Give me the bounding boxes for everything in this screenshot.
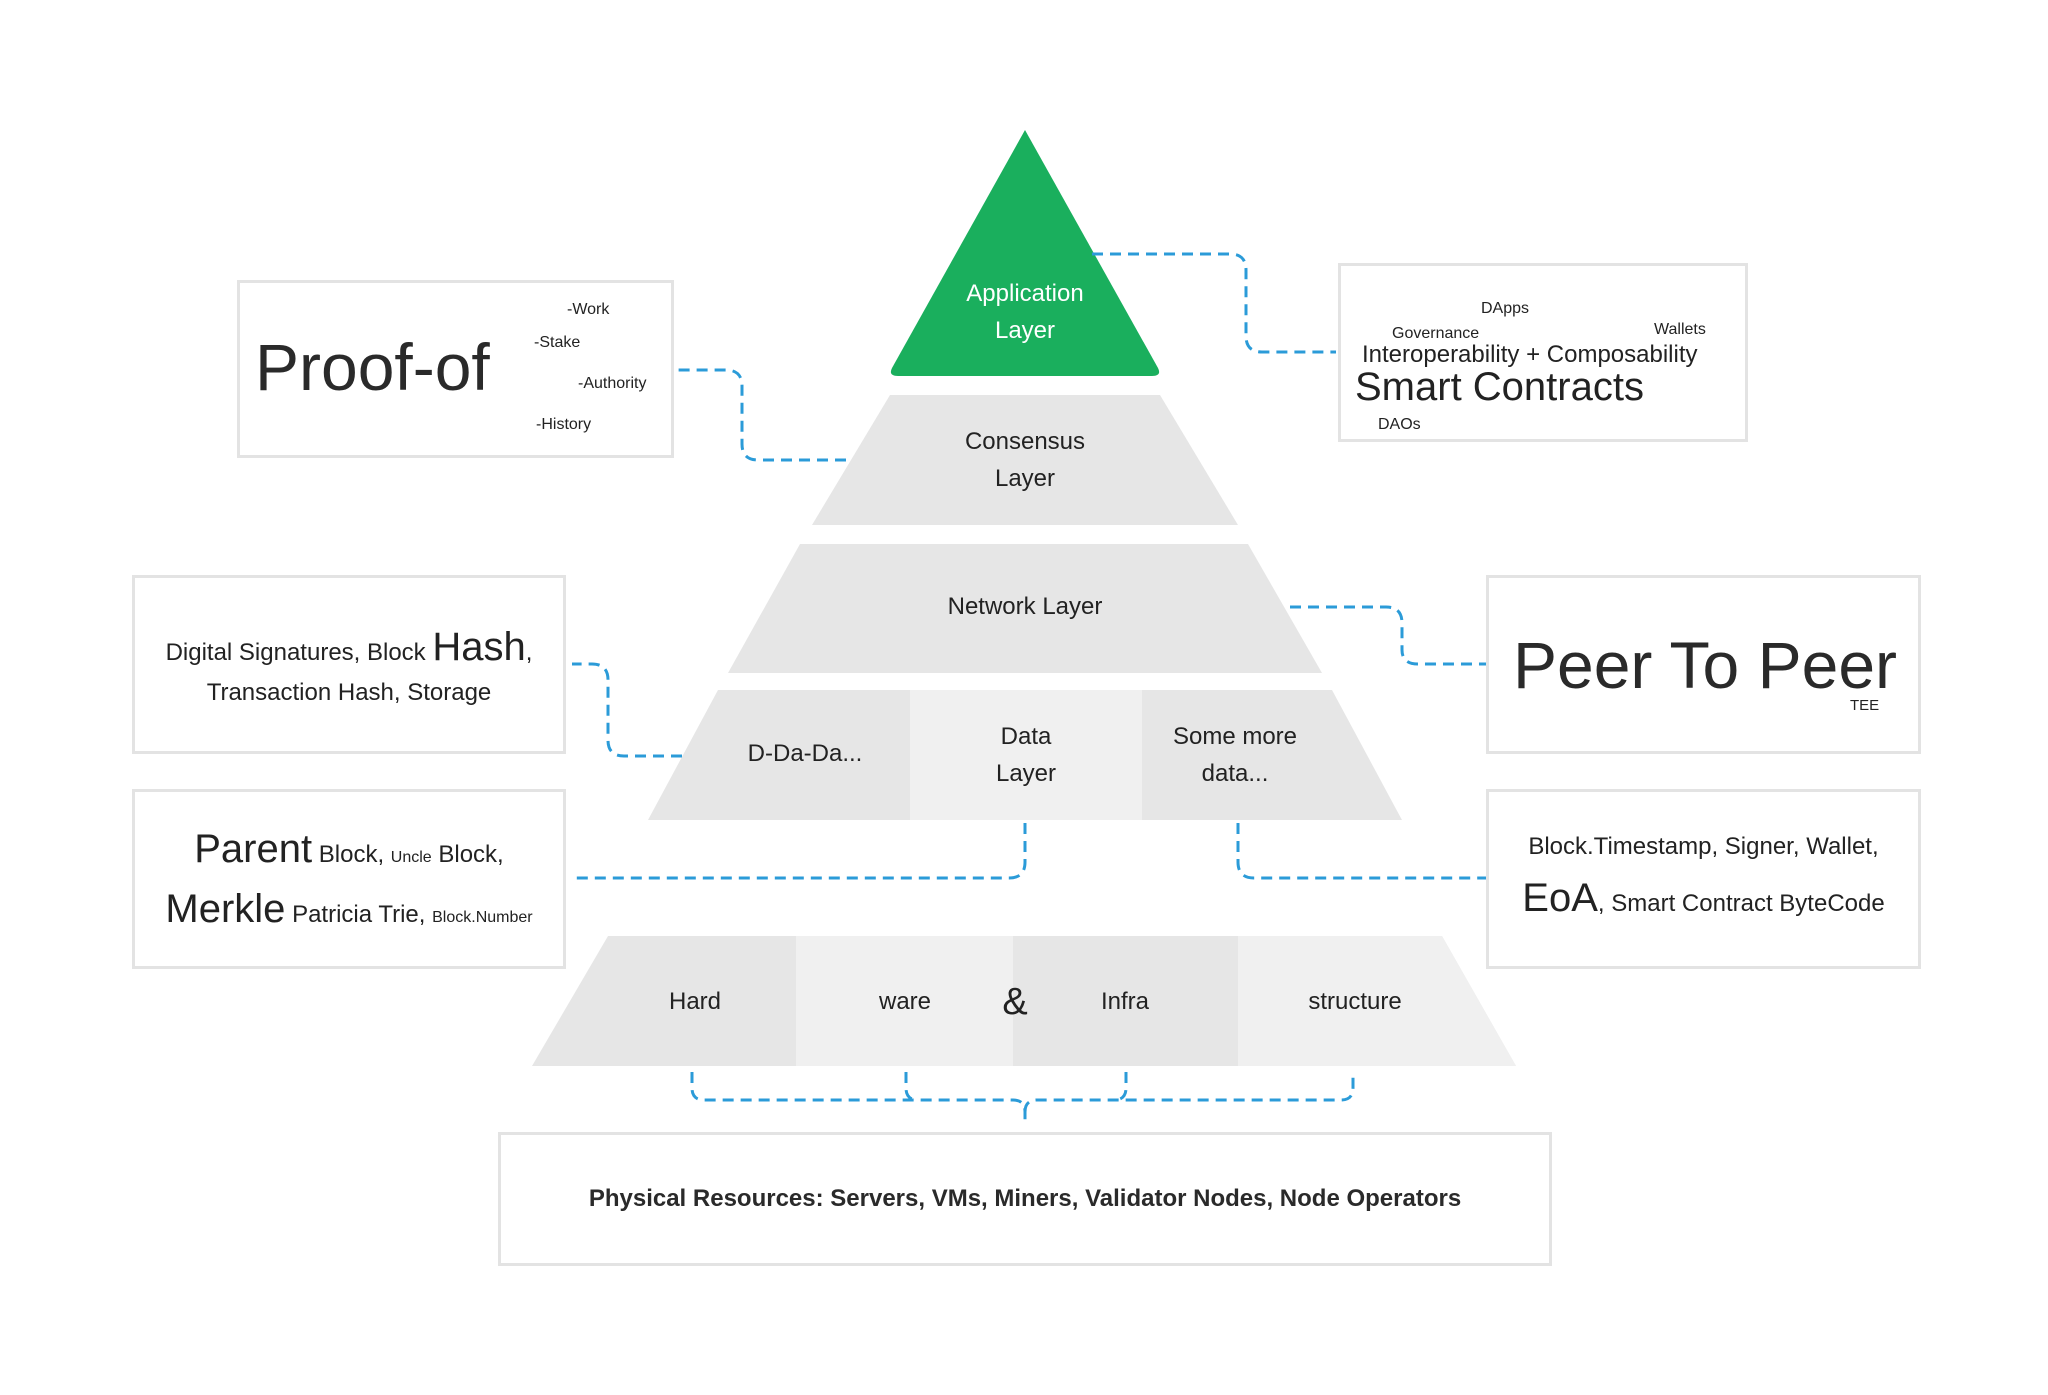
data-right-line1: Some more (1172, 723, 1298, 750)
eoa-word: EoA (1522, 876, 1598, 921)
infra-segment-hard-label: Hard (668, 988, 722, 1015)
uncle-word: Uncle (390, 849, 432, 866)
block-number-text: Block.Number (432, 909, 533, 926)
connector-application-smart-contracts (1092, 252, 1336, 354)
connector-data-parent-card (572, 823, 1027, 880)
connector-consensus-proof-of (676, 368, 846, 462)
consensus-label-line1: Consensus (964, 428, 1086, 455)
data-layer-center-segment (910, 690, 1142, 820)
consensus-label-line2: Layer (994, 465, 1056, 492)
data-right-line2: data... (1201, 760, 1269, 787)
hash-card-line1-a: Digital Signatures, Block (165, 639, 433, 667)
parent-block-line1: Parent Block, Uncle Block, (165, 819, 532, 879)
tee-label: TEE (1850, 697, 1880, 714)
bytecode-text: , Smart Contract ByteCode (1597, 890, 1885, 918)
uncle-block-word: Block, (431, 841, 504, 868)
proof-of-authority: -Authority (578, 375, 647, 392)
patricia-trie-text: Patricia Trie, (285, 901, 433, 928)
connector-data-timestamp-card (1236, 823, 1486, 880)
application-label-line1: Application (966, 280, 1084, 307)
infrastructure-segment-structure (1238, 936, 1516, 1066)
parent-block-card: Parent Block, Uncle Block, Merkle Patric… (132, 789, 566, 969)
hash-card-line2: Transaction Hash, Storage (206, 679, 492, 707)
connector-data-hash-card (572, 662, 682, 758)
timestamp-card: Block.Timestamp, Signer, Wallet, EoA, Sm… (1486, 789, 1921, 969)
dapps-label: DApps (1481, 300, 1530, 317)
merkle-word: Merkle (165, 887, 286, 931)
governance-label: Governance (1392, 325, 1480, 342)
data-center-line1: Data (1000, 723, 1052, 750)
network-layer-shape (728, 544, 1322, 673)
parent-block-line2: Merkle Patricia Trie, Block.Number (165, 879, 532, 939)
infra-segment-ware-label: ware (878, 988, 932, 1015)
timestamp-text: Block.Timestamp, Signer, Wallet, EoA, Sm… (1522, 828, 1884, 930)
infra-segment-structure-label: structure (1308, 988, 1402, 1015)
connectors (572, 252, 1486, 1126)
interoperability-label: Interoperability + Composability (1362, 341, 1698, 368)
parent-word: Parent (194, 827, 313, 871)
proof-of-title: Proof-of (255, 330, 490, 404)
peer-to-peer-card: Peer To Peer TEE (1486, 575, 1921, 754)
data-layer-left-label: D-Da-Da... (747, 740, 863, 767)
connector-network-peer-to-peer (1290, 605, 1486, 666)
hash-card-line1: Digital Signatures, Block Hash, (166, 618, 533, 676)
proof-of-card: Proof-of -Work -Stake -Authority -Histor… (237, 280, 674, 458)
daos-label: DAOs (1378, 416, 1421, 433)
parent-block-text: Parent Block, Uncle Block, Merkle Patric… (165, 819, 532, 939)
physical-resources-label: Physical Resources: Servers, VMs, Miners… (588, 1185, 1462, 1212)
timestamp-line2: EoA, Smart Contract ByteCode (1522, 866, 1884, 930)
proof-of-work: -Work (567, 301, 610, 318)
consensus-layer-shape (812, 395, 1238, 525)
application-layer-label: Application Layer (925, 275, 1125, 349)
infra-segment-infra-label: Infra (1100, 988, 1150, 1015)
data-center-line2: Layer (995, 760, 1057, 787)
physical-resources-card: Physical Resources: Servers, VMs, Miners… (498, 1132, 1552, 1266)
connector-infrastructure-brace (690, 1072, 1355, 1126)
proof-of-history: -History (536, 416, 592, 433)
application-label-line2: Layer (994, 317, 1056, 344)
smart-contracts-title: Smart Contracts (1355, 365, 1644, 409)
hash-card-line1-comma: , (525, 639, 533, 667)
peer-to-peer-title: Peer To Peer (1513, 628, 1898, 702)
parent-block-word: Block, (312, 841, 391, 868)
hash-card-text: Digital Signatures, Block Hash, Transact… (166, 618, 533, 711)
data-layer-right-label: Some more data... (1150, 718, 1320, 792)
timestamp-line1: Block.Timestamp, Signer, Wallet, (1528, 832, 1879, 860)
data-layer-center-label: Data Layer (910, 718, 1142, 792)
hash-card-hash-word: Hash (432, 625, 526, 670)
consensus-layer-label: Consensus Layer (900, 423, 1150, 497)
hash-card: Digital Signatures, Block Hash, Transact… (132, 575, 566, 754)
application-layer-triangle (890, 130, 1160, 376)
smart-contracts-card: DApps Governance Wallets Interoperabilit… (1338, 263, 1748, 442)
infrastructure-segment-ware (796, 936, 1013, 1066)
proof-of-stake: -Stake (534, 334, 581, 351)
network-layer-label: Network Layer (947, 593, 1103, 620)
wallets-label: Wallets (1654, 321, 1706, 338)
infra-ampersand: & (1002, 981, 1028, 1023)
